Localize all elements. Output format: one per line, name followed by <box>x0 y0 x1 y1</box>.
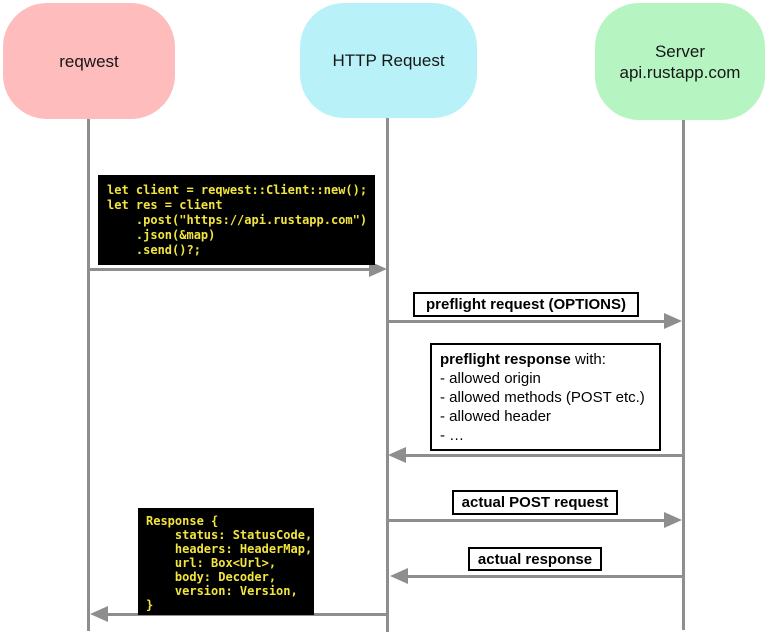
participant-reqwest-label: reqwest <box>59 51 119 71</box>
participant-server-name: Server <box>654 41 706 61</box>
arrow-preflight-response-line <box>406 454 683 457</box>
code-line: .post("https://api.rustapp.com") <box>107 213 368 227</box>
code-line: url: Box<Url>, <box>146 556 277 570</box>
preflight-response-item: - … <box>440 427 465 444</box>
preflight-response-item: - allowed methods (POST etc.) <box>440 389 645 406</box>
preflight-request-label: preflight request (OPTIONS) <box>413 292 639 317</box>
code-line: let res = client <box>107 198 223 212</box>
code-line: headers: HeaderMap, <box>146 542 313 556</box>
arrow-send-request-line <box>88 268 371 271</box>
arrow-final-response-head-icon <box>90 606 108 622</box>
code-line: .json(&map) <box>107 228 216 242</box>
code-line: } <box>146 598 154 612</box>
code-line: .send()?; <box>107 243 201 257</box>
preflight-response-title-rest: with: <box>570 351 606 368</box>
participant-server-label: Server api.rustapp.com <box>620 41 741 83</box>
code-line: version: Version, <box>146 584 298 598</box>
code-line: let client = reqwest::Client::new(); <box>107 183 368 197</box>
participant-server-host: api.rustapp.com <box>619 62 741 82</box>
arrow-send-request-head-icon <box>369 261 387 277</box>
lifeline-http-request <box>386 118 389 632</box>
arrow-actual-post-head-icon <box>664 512 682 528</box>
arrow-actual-response-head-icon <box>390 568 408 584</box>
arrow-preflight-request-head-icon <box>664 313 682 329</box>
arrow-actual-post-line <box>388 519 666 522</box>
preflight-response-title-bold: preflight response <box>440 351 571 368</box>
request-code-block: let client = reqwest::Client::new(); let… <box>98 175 375 265</box>
lifeline-server <box>682 120 685 630</box>
code-line: status: StatusCode, <box>146 528 313 542</box>
code-line: Response { <box>146 514 219 528</box>
preflight-response-note: preflight response with: - allowed origi… <box>430 343 661 451</box>
participant-http-request-label: HTTP Request <box>332 51 445 70</box>
code-line: body: Decoder, <box>146 570 277 584</box>
arrow-actual-response-line <box>408 575 683 578</box>
preflight-response-title: preflight response with: <box>440 350 651 369</box>
preflight-response-item: - allowed header <box>440 408 551 425</box>
participant-server: Server api.rustapp.com <box>595 3 765 120</box>
preflight-response-item: - allowed origin <box>440 370 541 387</box>
response-code-block: Response { status: StatusCode, headers: … <box>138 508 314 615</box>
actual-post-request-label: actual POST request <box>452 490 618 515</box>
actual-response-label: actual response <box>468 547 602 571</box>
lifeline-reqwest <box>87 119 90 631</box>
arrow-preflight-response-head-icon <box>388 447 406 463</box>
arrow-preflight-request-line <box>388 320 666 323</box>
participant-reqwest: reqwest <box>3 3 175 119</box>
participant-http-request: HTTP Request <box>300 3 477 118</box>
